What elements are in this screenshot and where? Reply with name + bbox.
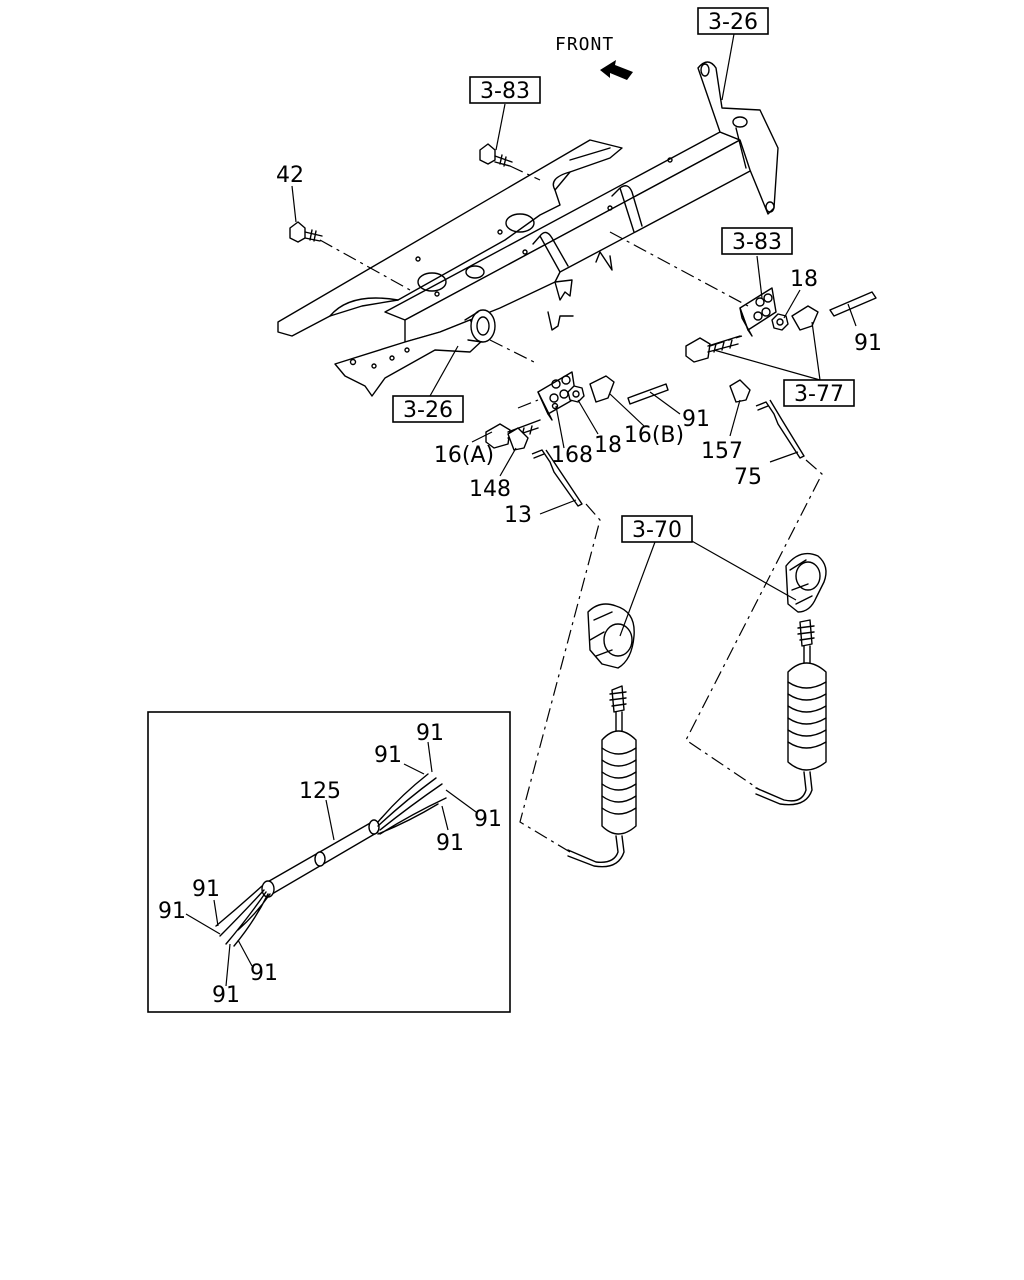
part-label-75: 75 (734, 465, 762, 490)
part-label-91-mid: 91 (682, 407, 710, 432)
part-label-16b: 16(B) (624, 423, 684, 448)
part-label-42: 42 (276, 163, 304, 188)
coiled-hose-right (755, 645, 827, 806)
front-arrow-icon (600, 60, 633, 80)
ref-box-3-83-right (721, 227, 793, 255)
wiring-harness-inset (215, 773, 447, 947)
cross-member-frame (277, 61, 779, 397)
inset-label-91-f: 91 (158, 899, 186, 924)
inset-label-91-c: 91 (474, 807, 502, 832)
ref-box-3-26-left (392, 395, 464, 423)
part-label-18-mid: 18 (594, 433, 622, 458)
inset-leader-lines (185, 741, 477, 987)
part-label-16a: 16(A) (434, 443, 494, 468)
inset-label-91-a: 91 (374, 743, 402, 768)
ref-label-3-26-left: 3-26 (403, 398, 453, 423)
inset-label-91-b: 91 (416, 721, 444, 746)
part-label-18-right: 18 (790, 267, 818, 292)
part-label-168: 168 (551, 443, 593, 468)
right-bracket-assembly (685, 287, 877, 459)
gladhand-coupling-left (587, 603, 635, 713)
ref-label-3-26-top: 3-26 (708, 10, 758, 35)
ref-label-3-83-top: 3-83 (480, 79, 530, 104)
inset-label-125: 125 (299, 779, 341, 804)
ref-box-3-83-top (469, 76, 541, 104)
inset-label-91-h: 91 (212, 983, 240, 1008)
ref-label-3-77: 3-77 (794, 382, 844, 407)
part-label-157: 157 (701, 439, 743, 464)
left-bracket-assembly (485, 371, 669, 507)
inset-label-91-d: 91 (436, 831, 464, 856)
part-label-13: 13 (504, 503, 532, 528)
bolt-3-83-top (479, 143, 513, 167)
assembly-lines (319, 165, 823, 853)
ref-box-3-26-top (697, 7, 769, 35)
part-label-148: 148 (469, 477, 511, 502)
inset-label-91-g: 91 (250, 961, 278, 986)
part-label-91-right: 91 (854, 331, 882, 356)
inset-detail-box (147, 711, 511, 1013)
front-label: FRONT (555, 34, 614, 55)
ref-box-3-70 (621, 515, 693, 543)
ref-box-3-77 (783, 379, 855, 407)
coiled-hose-left (567, 711, 637, 868)
inset-label-91-e: 91 (192, 877, 220, 902)
gladhand-coupling-right (785, 552, 827, 647)
ref-label-3-70: 3-70 (632, 518, 682, 543)
ref-label-3-83-right: 3-83 (732, 230, 782, 255)
bolt-42 (289, 221, 323, 243)
leader-lines (291, 33, 857, 637)
